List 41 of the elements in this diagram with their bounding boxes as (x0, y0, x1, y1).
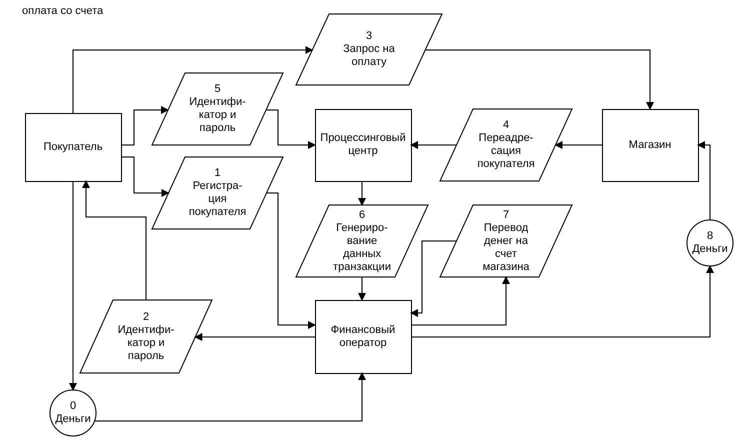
step-number: 3 (366, 30, 372, 43)
arrow (266, 110, 316, 149)
step-number: 1 (214, 167, 221, 180)
node-label: Покупатель (43, 140, 103, 154)
arrow (82, 180, 146, 300)
arrow (410, 265, 714, 338)
step-number: 5 (214, 83, 221, 96)
node-label: Идентифи- катор и пароль (118, 324, 174, 362)
node-label: Деньги (55, 413, 91, 426)
arrow (120, 106, 170, 146)
step-number: 0 (70, 400, 76, 413)
arrow (72, 46, 314, 114)
node-label: Процессинговый центр (320, 132, 406, 158)
node-label: Идентифи- катор и пароль (189, 96, 246, 135)
node-label: Перевод денег на счет магазина (482, 222, 530, 274)
step-number: 2 (142, 310, 150, 324)
arrow (554, 141, 602, 149)
arrow (410, 240, 457, 317)
step-number: 6 (358, 208, 366, 222)
node-label: Магазин (628, 138, 672, 152)
step-number: 4 (502, 119, 510, 132)
arrow (194, 333, 316, 341)
arrow (266, 192, 316, 329)
node-label: Переадре- сация покупателя (477, 132, 535, 171)
step-number: 8 (706, 230, 714, 243)
arrow (69, 180, 77, 391)
node-label: Генериро- вание данных транзакции (333, 222, 391, 274)
step-number: 7 (502, 208, 510, 222)
arrow (410, 141, 457, 149)
arrow (94, 372, 366, 422)
arrow (410, 276, 510, 326)
diagram-title: оплата со счета (22, 6, 104, 17)
node-label: Запрос на оплату (342, 43, 396, 69)
node-label: Регистра- ция покупателя (188, 180, 246, 219)
arrow (424, 50, 654, 110)
arrow (697, 141, 710, 220)
arrow (358, 180, 366, 206)
arrow (120, 156, 170, 197)
node-label: Финансовый оператор (330, 324, 396, 350)
node-label: Деньги (692, 243, 728, 256)
arrow (358, 276, 366, 301)
